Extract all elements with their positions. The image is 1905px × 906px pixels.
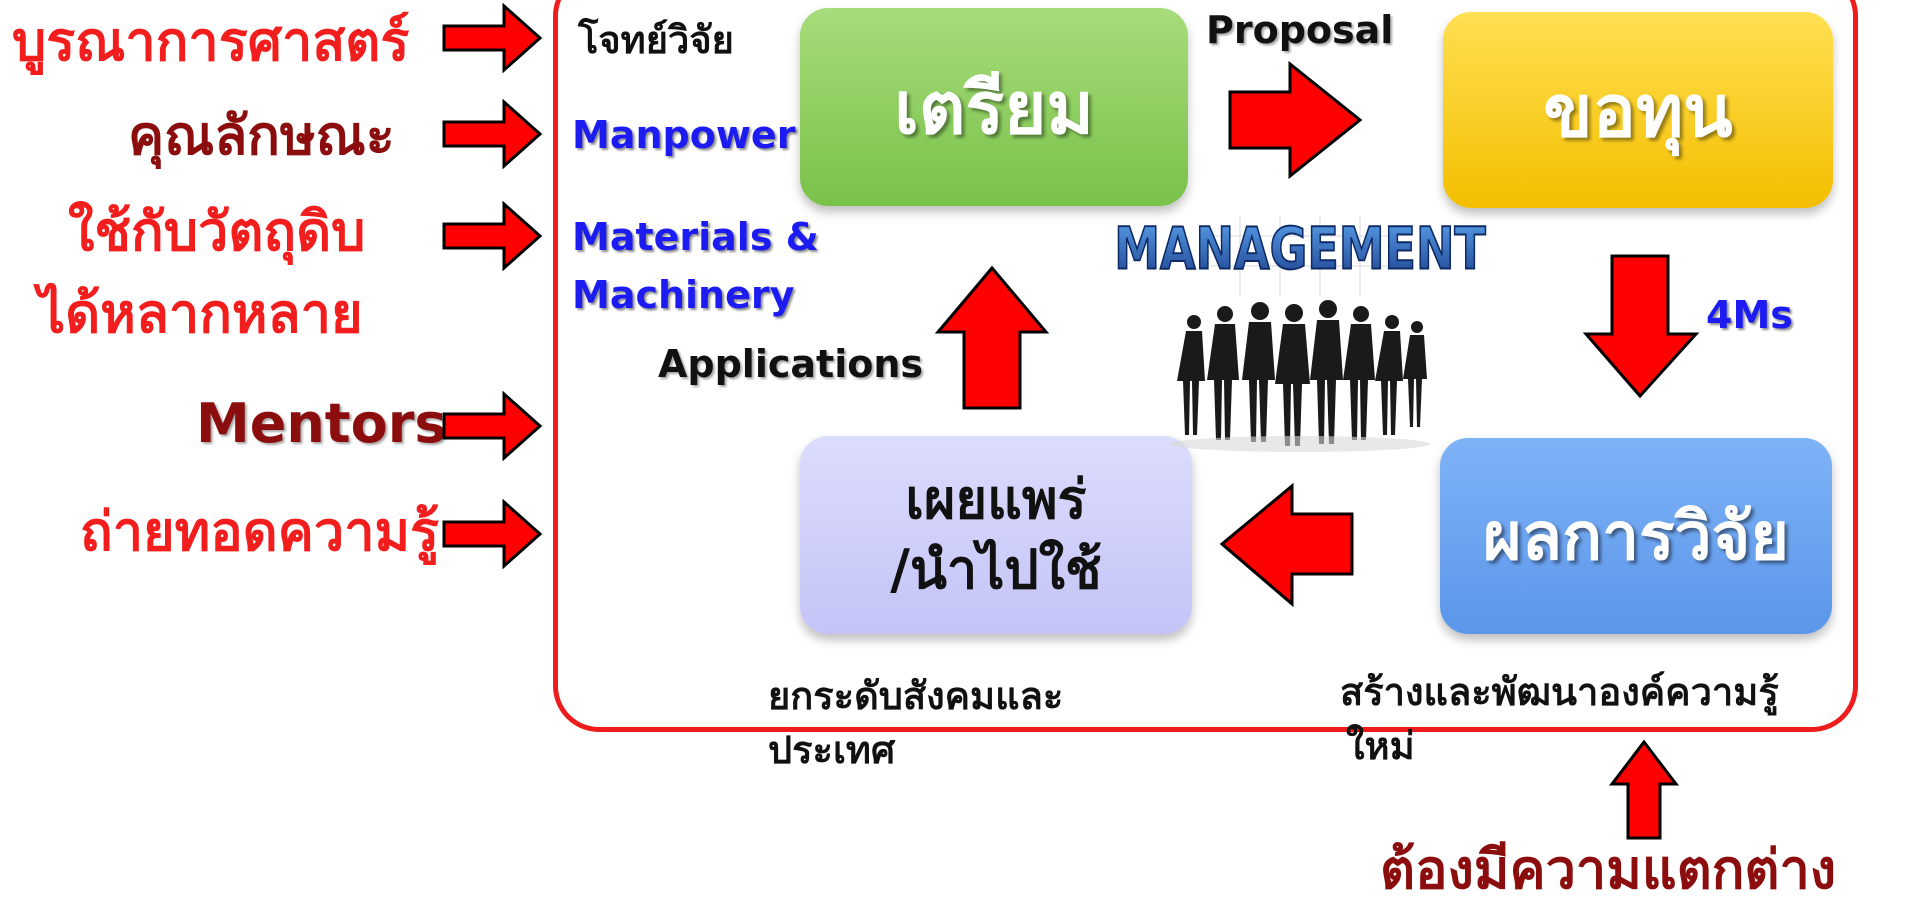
label-mentors: Mentors [196,392,447,455]
box-prepare-label: เตรียม [894,65,1094,150]
box-disseminate: เผยแพร่ /นำไปใช้ [800,436,1192,634]
right-arrow-3 [442,200,543,272]
label-society-line2: ประเทศ [768,728,896,772]
right-arrow-2 [442,98,543,170]
label-4ms: 4Ms [1706,293,1793,337]
label-machinery: Machinery [572,273,795,317]
label-manpower: Manpower [572,113,796,157]
box-results: ผลการวิจัย [1440,438,1832,634]
box-disseminate-line2: /นำไปใช้ [890,538,1102,601]
management-people-icon: MANAGEMENT [1113,216,1487,452]
box-disseminate-line1: เผยแพร่ [905,467,1087,531]
label-knowledge-line1: สร้างและพัฒนาองค์ความรู้ [1340,670,1779,714]
right-arrow-5 [442,498,543,570]
arrow-results-to-disseminate [1219,482,1354,608]
label-applications: Applications [658,342,923,386]
label-knowledge-transfer: ถ่ายทอดความรู้ [80,500,440,563]
label-diverse: ได้หลากหลาย [38,282,363,345]
right-arrow-1 [442,2,543,74]
label-society-line1: ยกระดับสังคมและ [768,674,1064,718]
box-funding-label: ขอทุน [1543,68,1733,153]
label-knowledge-line2: ใหม่ [1346,724,1415,768]
label-characteristics: คุณลักษณะ [128,104,395,167]
arrow-up-different [1608,739,1680,840]
label-materials: Materials & [572,215,819,259]
label-research-problem: โจทย์วิจัย [578,18,734,62]
label-must-be-different: ต้องมีความแตกต่าง [1380,838,1837,901]
label-integrated-science: บูรณาการศาสตร์ [12,10,410,73]
management-caption: MANAGEMENT [1114,217,1486,283]
process-frame [553,0,1858,732]
box-prepare: เตรียม [800,8,1188,206]
arrow-disseminate-to-prepare [934,265,1050,410]
right-arrow-4 [442,390,543,462]
label-proposal: Proposal [1206,8,1394,52]
arrow-funding-to-results [1582,254,1700,399]
arrow-prepare-to-funding [1228,60,1363,180]
box-results-label: ผลการวิจัย [1483,497,1789,575]
label-raw-materials: ใช้กับวัตถุดิบ [68,200,366,263]
box-funding: ขอทุน [1443,12,1833,208]
